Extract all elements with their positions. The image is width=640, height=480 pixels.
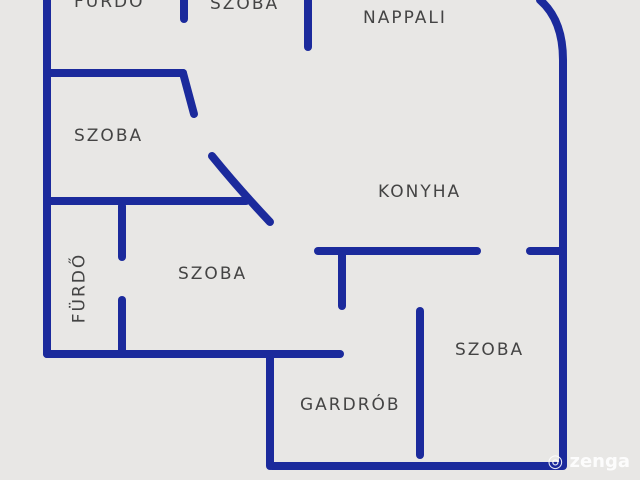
room-label-bath-top: FÜRDŐ bbox=[74, 0, 145, 12]
watermark-logo: ◎ zenga bbox=[547, 451, 630, 472]
watermark-text: zenga bbox=[569, 451, 630, 472]
room-label-kitchen: KONYHA bbox=[378, 182, 462, 202]
room-label-living: NAPPALI bbox=[363, 8, 447, 28]
room-label-room-top: SZOBA bbox=[210, 0, 280, 14]
room-label-room-2: SZOBA bbox=[178, 264, 248, 284]
watermark-icon: ◎ bbox=[547, 451, 564, 472]
door-top bbox=[179, 69, 198, 118]
room-label-bath-2: FÜRDŐ bbox=[69, 252, 90, 324]
wall-right-curved bbox=[536, 0, 567, 469]
door-room bbox=[208, 152, 274, 226]
room-label-room-3: SZOBA bbox=[455, 340, 525, 360]
room-label-closet: GARDRÓB bbox=[300, 395, 401, 415]
room-label-room-1: SZOBA bbox=[74, 126, 144, 146]
